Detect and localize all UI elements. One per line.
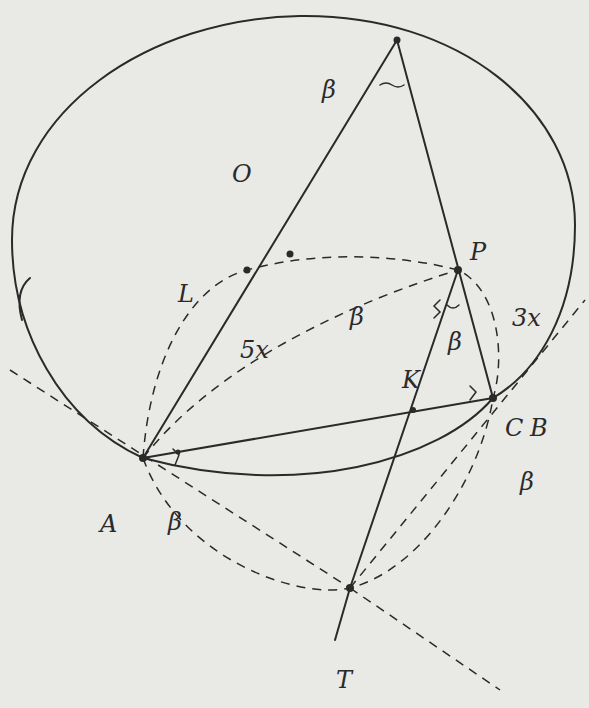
point — [489, 394, 497, 402]
stroke — [20, 278, 30, 320]
point-label: L — [178, 282, 194, 306]
dashed-arc — [143, 270, 458, 458]
angle-mark — [380, 83, 404, 87]
point-label: 5x — [240, 338, 269, 362]
point — [139, 454, 147, 462]
tangent-line — [10, 370, 350, 588]
dashed-arc — [143, 398, 493, 590]
point-label: O — [232, 162, 252, 186]
point — [454, 266, 462, 274]
segment — [397, 40, 493, 398]
tangent-line — [350, 300, 585, 588]
point — [176, 450, 181, 455]
point-label: 3x — [512, 306, 541, 330]
segment — [143, 398, 493, 458]
point-label: β — [322, 78, 336, 102]
point — [410, 407, 416, 413]
tangent-line — [350, 588, 500, 690]
point — [346, 584, 354, 592]
segment — [350, 270, 458, 588]
angle-mark — [447, 305, 459, 308]
angle-mark — [470, 386, 476, 400]
point-label: C — [505, 416, 523, 440]
center-dot — [287, 251, 294, 258]
point-label: A — [100, 512, 117, 536]
dashed-circle — [143, 257, 499, 458]
point-label: T — [336, 668, 352, 692]
point-label: β — [448, 330, 462, 354]
point-label: β — [350, 305, 364, 329]
point-label: β — [520, 470, 534, 494]
point-label: B — [530, 416, 548, 440]
circle-o — [12, 16, 575, 475]
angle-mark — [434, 300, 440, 318]
point-label: P — [470, 240, 486, 264]
point-label: β — [168, 510, 182, 534]
point — [394, 37, 401, 44]
segment — [143, 40, 397, 458]
segment — [335, 588, 350, 640]
point — [244, 267, 251, 274]
point-label: K — [402, 368, 420, 392]
